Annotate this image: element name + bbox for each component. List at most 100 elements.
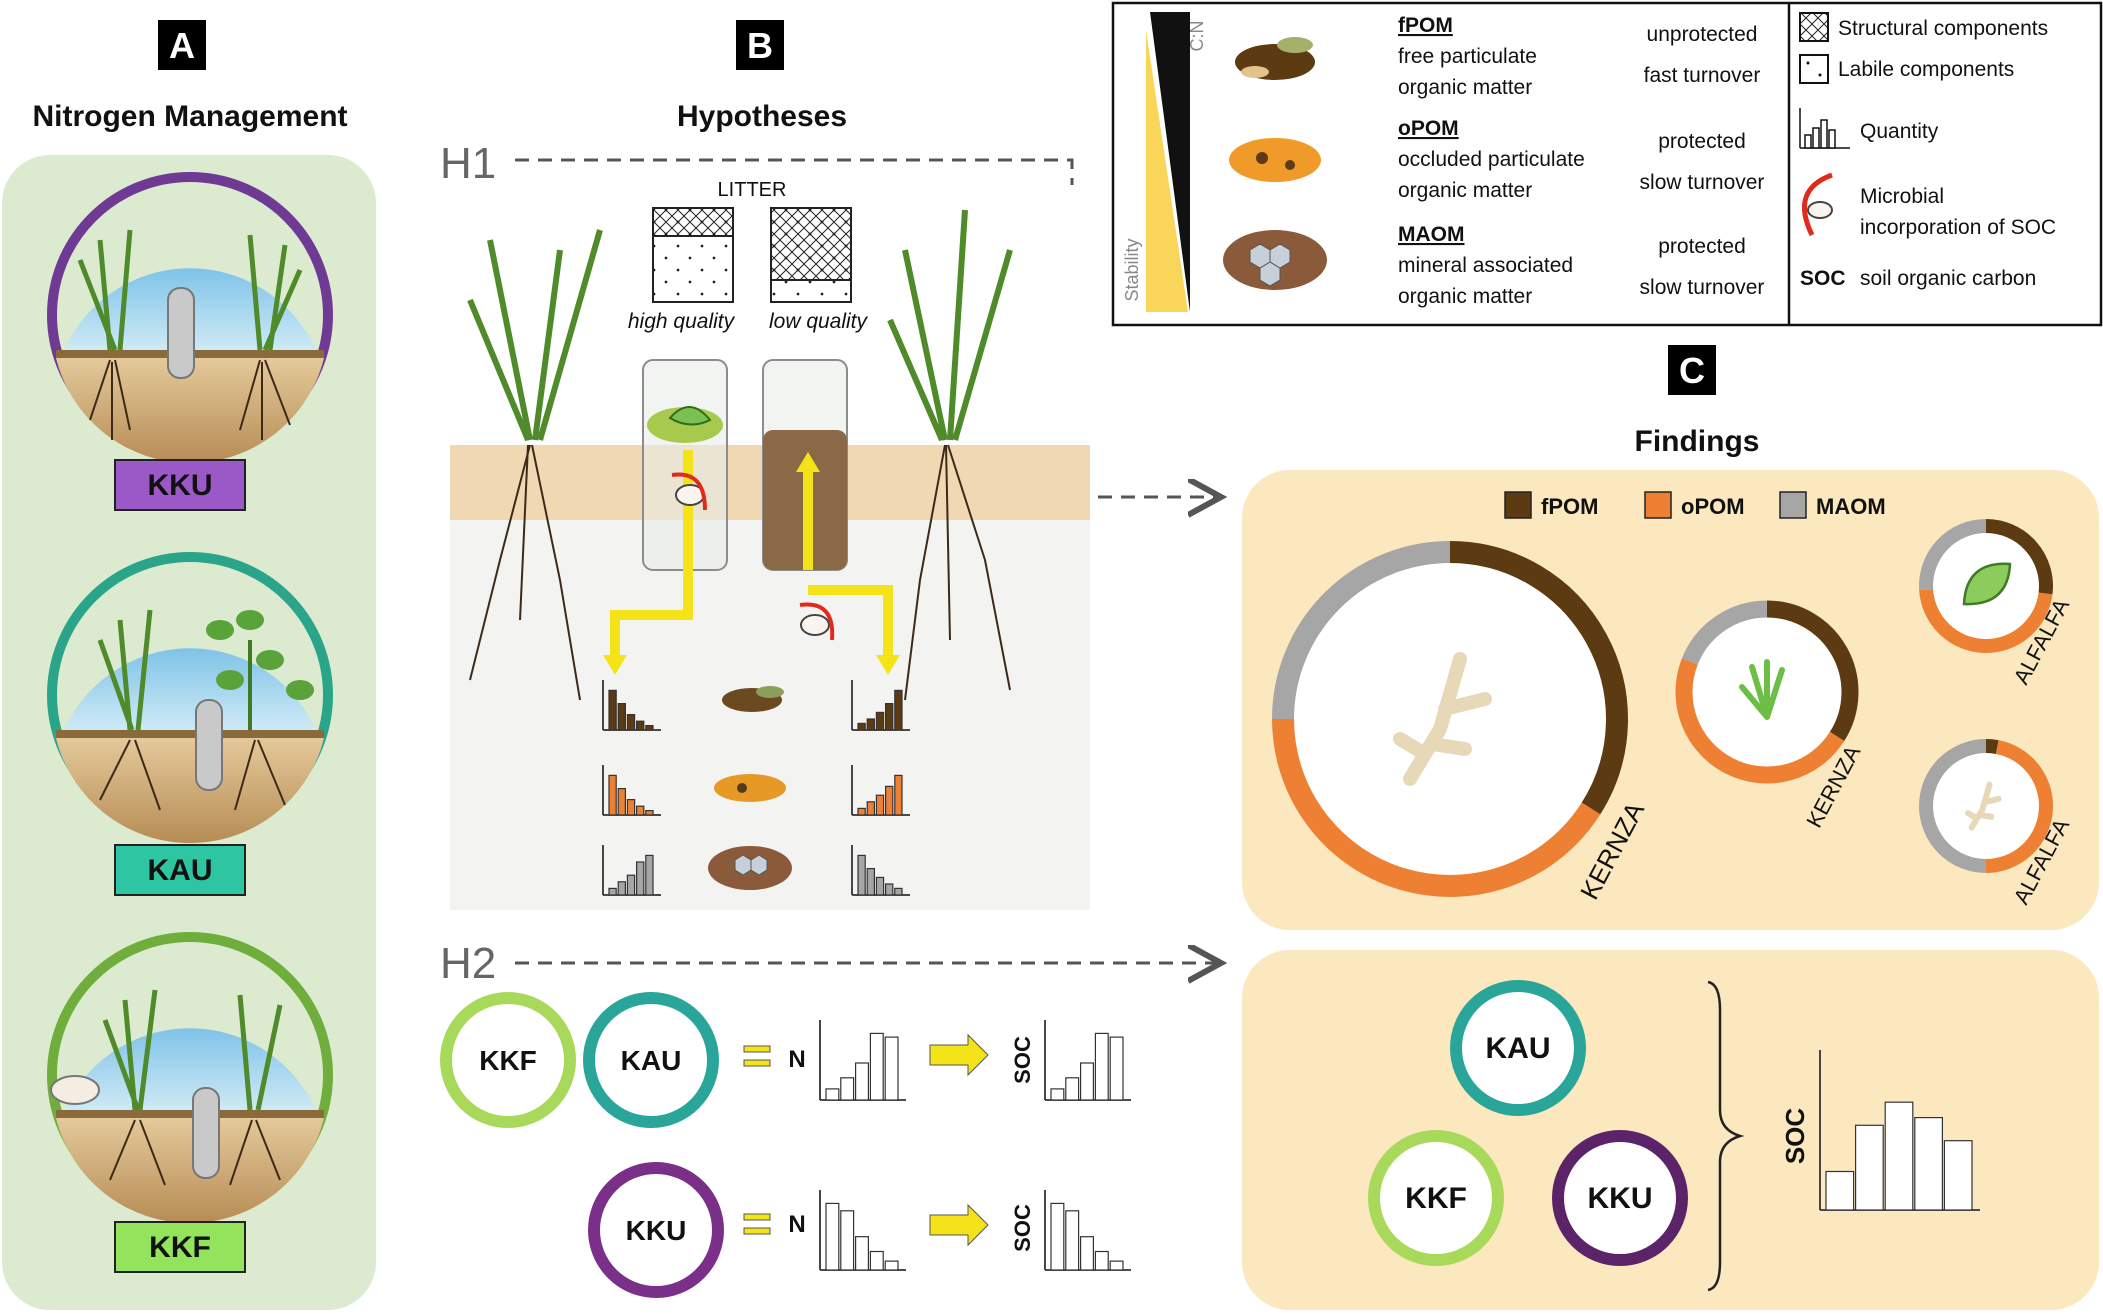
high-quality-label: high quality xyxy=(628,310,736,333)
donut-1-kernza: KERNZA xyxy=(1272,541,1650,904)
treatment-badge-kau-label: KAU xyxy=(148,854,213,887)
leaf-icon xyxy=(1962,562,2012,606)
h1-fpom-chart-left-bar xyxy=(635,720,645,731)
findings-soc-chart-bar xyxy=(1825,1170,1855,1211)
microbial-incorporation-label-2: incorporation of SOC xyxy=(1860,216,2056,239)
panel-c-letter-box xyxy=(1668,345,1716,395)
h1-fpom-chart-right-bar xyxy=(866,718,876,731)
treatment-illustration-kkf: KKF xyxy=(47,932,333,1273)
h2-row-2-n-chart-bar xyxy=(825,1202,840,1271)
h1-maom-chart-left-bar xyxy=(626,874,636,896)
h2-row-1-soc-chart-bar xyxy=(1065,1077,1080,1101)
treatment-badge-kkf-label: KKF xyxy=(149,1231,211,1264)
findings-circle-kau xyxy=(1450,980,1586,1116)
panel-c-title: Findings xyxy=(1635,425,1760,458)
legend-opom-turnover: slow turnover xyxy=(1640,171,1765,194)
h1-grass-left xyxy=(467,229,603,442)
legend-opom-line2: organic matter xyxy=(1398,179,1532,202)
quantity-icon xyxy=(1799,108,1850,149)
cn-label: C:N xyxy=(1187,21,1207,52)
donut-3-segment-maom xyxy=(1919,519,1987,591)
h2-row-2-n-chart xyxy=(819,1190,906,1271)
panel-b-letter: B xyxy=(747,25,773,66)
h2-row-1-n-chart-bar xyxy=(854,1062,869,1101)
h1-roots xyxy=(469,444,1011,701)
findings-circle-kku-label: KKU xyxy=(1588,1182,1653,1215)
h1-fpom-chart-right-bar xyxy=(857,722,866,731)
h1-maom-chart-right xyxy=(851,845,910,896)
h1-opom-chart-right-bar xyxy=(884,785,894,816)
hypothesis-h2-label: H2 xyxy=(440,939,496,988)
panel-b-letter-box xyxy=(736,20,784,70)
microbial-incorporation-icon xyxy=(1802,172,1833,237)
h2-circle-kau-label: KAU xyxy=(621,1045,682,1076)
legend-fpom-line1: free particulate xyxy=(1398,45,1537,68)
h2-row-2-n-label: N xyxy=(788,1211,805,1238)
low-quality-label: low quality xyxy=(769,310,869,333)
legend-maom-line2: organic matter xyxy=(1398,285,1532,308)
h2-row-2-soc-chart-bar xyxy=(1094,1250,1109,1271)
panel-a-letter: A xyxy=(169,25,195,66)
h1-maom-chart-right-bar xyxy=(884,883,894,896)
hypothesis-h1-label: H1 xyxy=(440,139,496,188)
donut-3-segment-fpom xyxy=(1985,519,2053,595)
treatment-illustration-kau: KAU xyxy=(47,552,333,896)
h1-maom-chart-left-bar xyxy=(608,887,617,896)
h1-opom-chart-right-bar xyxy=(875,794,885,816)
h2-row-2-n-chart-bar xyxy=(884,1260,899,1271)
donut-4-segment-opom xyxy=(1985,740,2053,873)
h1-fpom-chart-left-bar xyxy=(626,713,636,731)
h2-row-2: KKU N SOC xyxy=(588,1162,1035,1298)
findings-soc-panel xyxy=(1242,950,2099,1310)
h1-maom-chart-left xyxy=(602,845,661,896)
h2-circle-kau xyxy=(583,992,719,1128)
legend-opom-icon xyxy=(1229,138,1321,182)
h1-opom-chart-left-bar xyxy=(617,787,627,816)
donut-legend-label-maom: MAOM xyxy=(1816,494,1886,519)
microbe-icon-high xyxy=(671,472,707,511)
h2-row-1-soc-chart xyxy=(1044,1020,1131,1101)
legend-box: C:N Stability fPOM free particulate orga… xyxy=(1111,1,2103,327)
treatment-badge-kku-label: KKU xyxy=(148,469,213,502)
h1-opom-chart-left-bar xyxy=(608,774,617,816)
h1-maom-chart-left-bar xyxy=(645,854,654,896)
donut-1-segment-maom xyxy=(1272,541,1451,720)
legend-fpom-abbr: fPOM xyxy=(1398,14,1453,37)
legend-maom-icon xyxy=(1223,230,1327,290)
cn-wedge xyxy=(1150,12,1190,312)
soc-abbr-label: SOC xyxy=(1800,267,1846,290)
h1-fpom-chart-right xyxy=(851,680,910,731)
donut-2-segment-opom xyxy=(1675,658,1845,784)
findings-soc-chart-bar xyxy=(1943,1140,1973,1211)
legend-fpom-icon xyxy=(1235,37,1315,80)
soc-definition-label: soil organic carbon xyxy=(1860,267,2036,290)
h1-pool-icon-fpom xyxy=(722,686,784,712)
panel-b-title: Hypotheses xyxy=(677,100,847,133)
h2-row-2-soc-chart-bar xyxy=(1079,1236,1094,1271)
h2-row-2-n-chart-bar xyxy=(869,1250,884,1271)
findings-soc-bar-chart xyxy=(1819,1050,1980,1211)
h1-opom-chart-right-bar xyxy=(866,801,876,816)
h1-opom-chart-left xyxy=(602,765,661,816)
legend-maom-turnover: slow turnover xyxy=(1640,276,1765,299)
donut-1-segment-opom xyxy=(1272,718,1601,897)
stability-wedge xyxy=(1146,30,1188,312)
h2-row-2-n-chart-bar xyxy=(840,1210,855,1271)
panel-c-letter: C xyxy=(1679,350,1705,391)
h2-row-1-soc-chart-bar xyxy=(1079,1062,1094,1101)
h1-maom-chart-right-bar xyxy=(857,854,866,896)
h2-circle-kkf xyxy=(440,992,576,1128)
stability-label: Stability xyxy=(1122,238,1142,301)
panel-a-title: Nitrogen Management xyxy=(32,100,347,133)
root-icon xyxy=(1393,652,1492,786)
h2-row-1-n-chart-bar xyxy=(869,1032,884,1101)
h1-maom-chart-right-bar xyxy=(894,887,903,896)
structural-components-swatch xyxy=(1799,12,1829,42)
h2-row-2-soc-chart-bar xyxy=(1065,1210,1080,1271)
legend-maom-line1: mineral associated xyxy=(1398,254,1573,277)
findings-circle-kkf-label: KKF xyxy=(1405,1182,1467,1215)
h1-fpom-chart-left-bar xyxy=(645,724,654,731)
grass-icon xyxy=(1739,659,1785,720)
